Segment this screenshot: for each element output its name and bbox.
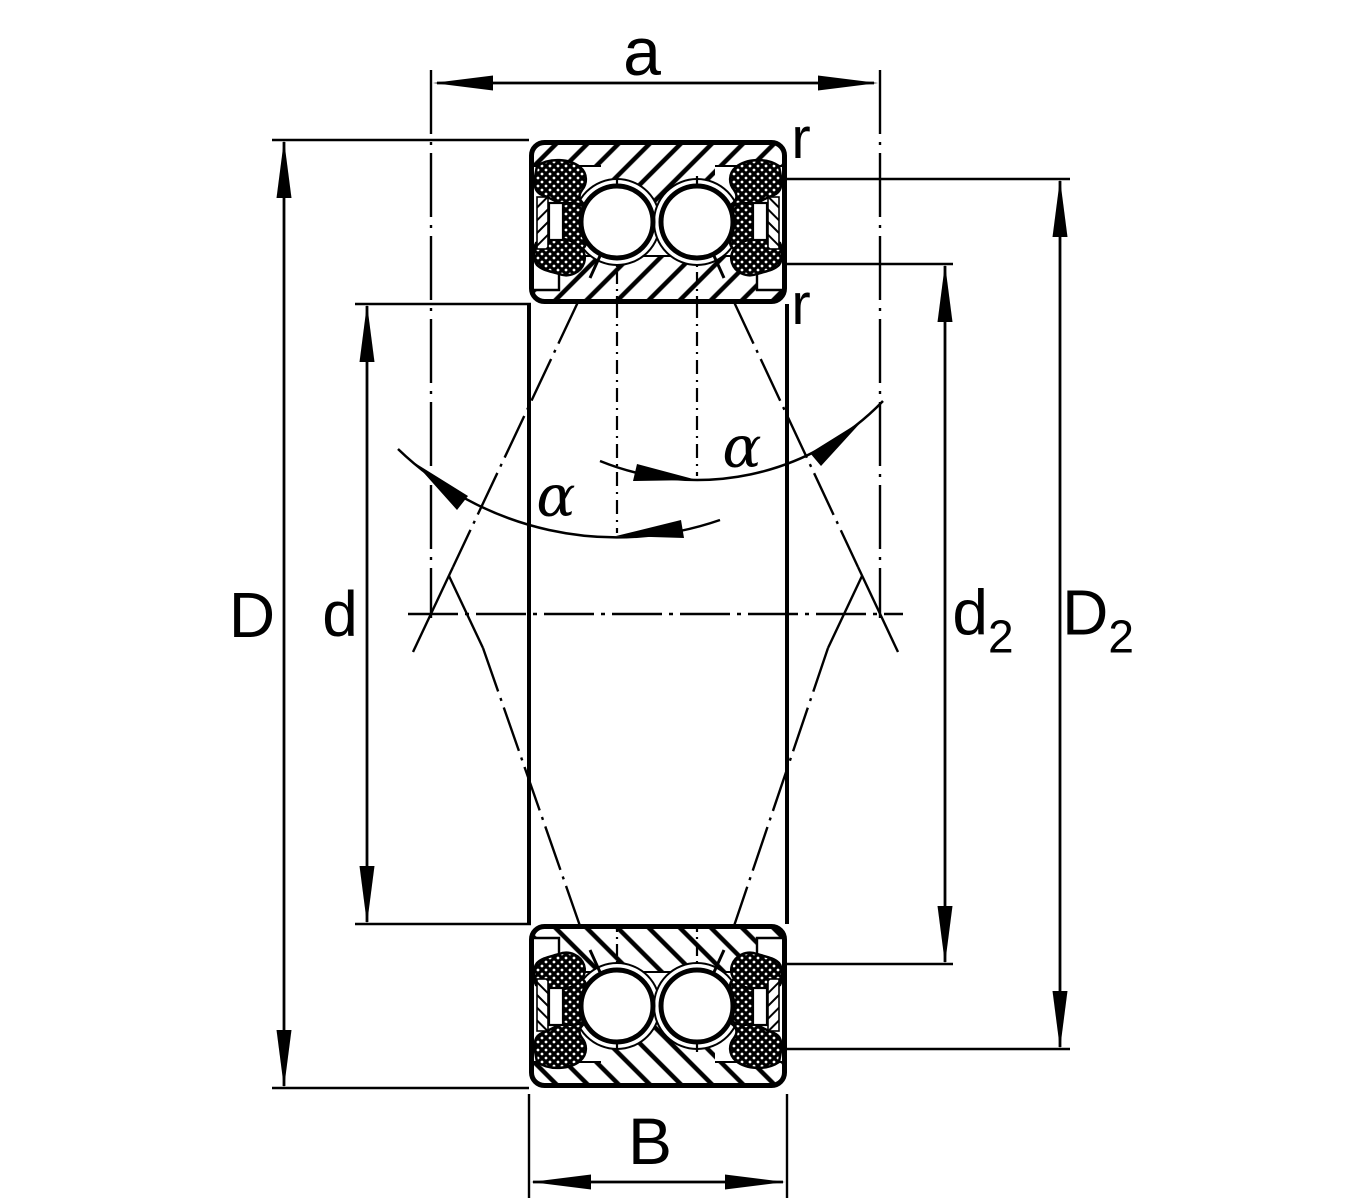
label-shoulder-outer-main: D <box>1062 576 1109 649</box>
label-shoulder-inner-diameter: d2 <box>952 581 1013 660</box>
bottom-bearing-section <box>529 927 787 1086</box>
dimension-d2 <box>787 262 953 966</box>
dimension-D2 <box>787 177 1070 1051</box>
label-bore-diameter: d <box>322 578 358 650</box>
label-shoulder-inner-main: d <box>952 576 988 649</box>
contact-lines <box>411 301 900 927</box>
label-contact-angle-left: α <box>536 462 576 530</box>
label-chamfer-radius-top: r <box>791 106 811 171</box>
label-contact-angle-right: α <box>722 413 762 481</box>
contact-angle-arcs <box>397 400 884 539</box>
label-width: B <box>627 1104 673 1178</box>
label-pressure-center-distance: a <box>623 14 661 90</box>
label-shoulder-inner-subscript: 2 <box>988 610 1014 663</box>
dimension-d <box>355 302 531 926</box>
dimension-B <box>527 1094 789 1198</box>
label-outer-diameter: D <box>228 579 276 651</box>
top-bearing-section <box>529 143 787 302</box>
label-shoulder-outer-diameter: D2 <box>1062 581 1134 660</box>
label-shoulder-outer-subscript: 2 <box>1108 610 1134 663</box>
dimension-D <box>272 138 529 1090</box>
label-chamfer-radius-bottom: r <box>791 272 811 337</box>
dimension-a <box>429 70 882 618</box>
